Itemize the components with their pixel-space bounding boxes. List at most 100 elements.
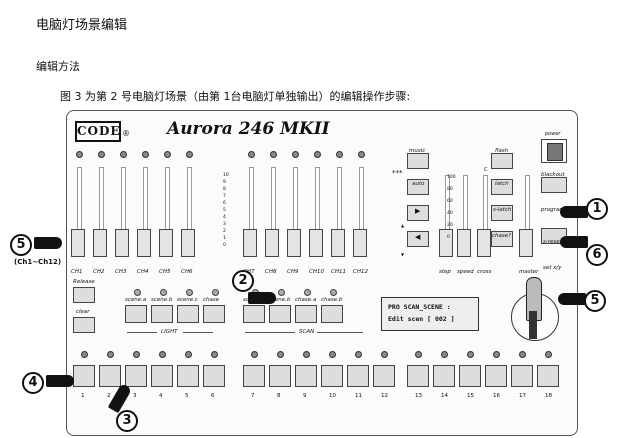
channel-led [314, 151, 321, 158]
speed-tick: 40 [447, 211, 453, 216]
fader-knob[interactable] [477, 229, 491, 257]
scene-label: chase [203, 297, 220, 303]
fader-knob[interactable] [439, 229, 453, 257]
bottom-button[interactable] [511, 365, 533, 387]
step-back-button[interactable] [407, 231, 429, 247]
latch-button[interactable] [491, 179, 513, 195]
bottom-led [133, 351, 140, 358]
step-marker-4: 4 [22, 372, 44, 394]
channel-label: CH3 [115, 269, 127, 275]
blackout-label: blackout [541, 172, 565, 178]
fader-knob[interactable] [287, 229, 301, 257]
bottom-button[interactable] [347, 365, 369, 387]
fader-knob[interactable] [93, 229, 107, 257]
flash-button[interactable] [491, 153, 513, 169]
release-button[interactable] [73, 287, 95, 303]
scene-button[interactable] [177, 305, 199, 323]
bottom-number: 17 [519, 393, 526, 399]
channel-label: CH5 [159, 269, 171, 275]
scene-button[interactable] [125, 305, 147, 323]
fader-knob[interactable] [137, 229, 151, 257]
scene-button[interactable] [295, 305, 317, 323]
fader-knob[interactable] [265, 229, 279, 257]
scale-tick: 4 [223, 215, 226, 220]
blackout-button[interactable] [541, 177, 567, 193]
speed-tick: 80 [447, 187, 453, 192]
bottom-number: 12 [381, 393, 388, 399]
chase-query-label: chase? [492, 233, 512, 239]
light-divider-left [127, 332, 157, 333]
fader-knob[interactable] [353, 229, 367, 257]
bottom-number: 9 [303, 393, 307, 399]
fader-knob[interactable] [457, 229, 471, 257]
bottom-led [211, 351, 218, 358]
release-label: Release [73, 279, 95, 285]
lcd-line-2: Edit scen [ 002 ] [388, 315, 455, 323]
fader-knob[interactable] [71, 229, 85, 257]
scene-button[interactable] [203, 305, 225, 323]
step-forward-button[interactable] [407, 205, 429, 221]
bottom-number: 4 [159, 393, 163, 399]
bottom-button[interactable] [373, 365, 395, 387]
channel-led [98, 151, 105, 158]
bottom-button[interactable] [177, 365, 199, 387]
clear-button[interactable] [73, 317, 95, 333]
channel-led [270, 151, 277, 158]
fader-knob[interactable] [331, 229, 345, 257]
scene-label: scene.b [151, 297, 173, 303]
bottom-led [81, 351, 88, 358]
bottom-number: 18 [545, 393, 552, 399]
bottom-led [277, 351, 284, 358]
scene-button[interactable] [321, 305, 343, 323]
s-latch-button[interactable] [491, 205, 513, 221]
fader-knob[interactable] [243, 229, 257, 257]
scene-button[interactable] [269, 305, 291, 323]
fader-knob[interactable] [309, 229, 323, 257]
bottom-button[interactable] [433, 365, 455, 387]
bottom-led [441, 351, 448, 358]
bottom-button[interactable] [269, 365, 291, 387]
bottom-button[interactable] [485, 365, 507, 387]
bottom-button[interactable] [99, 365, 121, 387]
bottom-number: 15 [467, 393, 474, 399]
bottom-number: 11 [355, 393, 362, 399]
bottom-button[interactable] [243, 365, 265, 387]
channel-led [120, 151, 127, 158]
fader-knob[interactable] [115, 229, 129, 257]
bottom-button[interactable] [73, 365, 95, 387]
music-button[interactable] [407, 153, 429, 169]
scene-button[interactable] [151, 305, 173, 323]
bottom-button[interactable] [295, 365, 317, 387]
scene-button[interactable] [243, 305, 265, 323]
bottom-button[interactable] [151, 365, 173, 387]
scene-led [186, 289, 193, 296]
fader-label: step [439, 269, 451, 275]
flash-label: flash [495, 148, 509, 154]
bottom-button[interactable] [459, 365, 481, 387]
bottom-number: 7 [251, 393, 255, 399]
fader-knob[interactable] [181, 229, 195, 257]
step-marker-3: 3 [116, 410, 138, 432]
scene-led [160, 289, 167, 296]
bottom-led [251, 351, 258, 358]
up-arrow-icon: ▲ [401, 223, 405, 228]
scene-led [134, 289, 141, 296]
bottom-button[interactable] [125, 365, 147, 387]
speed-tick: 100 [447, 175, 456, 180]
bottom-button[interactable] [537, 365, 559, 387]
auto-button[interactable] [407, 179, 429, 195]
bottom-button[interactable] [203, 365, 225, 387]
fader-knob[interactable] [159, 229, 173, 257]
chase-query-button[interactable] [491, 231, 513, 247]
scene-led [278, 289, 285, 296]
fader-knob[interactable] [519, 229, 533, 257]
bottom-button[interactable] [407, 365, 429, 387]
step-marker-5-left: 5 [10, 234, 32, 256]
bottom-number: 10 [329, 393, 336, 399]
brand-name: Aurora 246 MKII [167, 119, 330, 139]
bottom-number: 14 [441, 393, 448, 399]
bottom-button[interactable] [321, 365, 343, 387]
channel-label: CH6 [181, 269, 193, 275]
scale-tick: 2 [223, 229, 226, 234]
channel-led [164, 151, 171, 158]
